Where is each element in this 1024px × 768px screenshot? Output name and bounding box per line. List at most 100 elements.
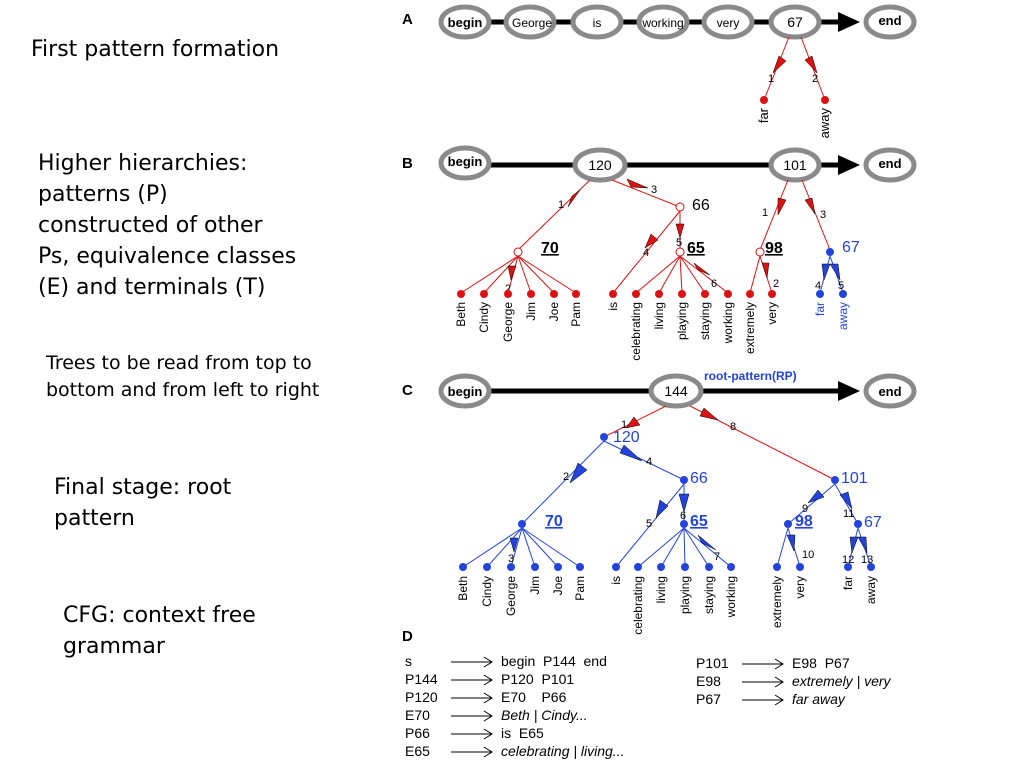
pattern-label: 67 bbox=[842, 239, 860, 256]
terminal-label: is bbox=[606, 302, 620, 311]
spine-arrowhead bbox=[838, 155, 860, 175]
terminal-node bbox=[507, 563, 515, 571]
terminal-label: very bbox=[765, 302, 779, 325]
terminal-label: extremely bbox=[743, 302, 757, 354]
equivalence-label: 65 bbox=[690, 513, 708, 530]
word-label: George bbox=[512, 16, 552, 30]
edge-arrowhead bbox=[567, 189, 581, 208]
caption-line: (E) and terminals (T) bbox=[38, 275, 266, 300]
terminal-label: far bbox=[756, 107, 771, 123]
edge-label: 13 bbox=[861, 554, 873, 566]
edge-arrowhead bbox=[675, 223, 685, 239]
caption-line: bottom and from left to right bbox=[46, 379, 320, 401]
rule-lhs: P101 bbox=[696, 655, 729, 671]
edge-arrowhead bbox=[849, 536, 859, 554]
caption-line: constructed of other bbox=[38, 213, 263, 238]
edge-arrowhead bbox=[761, 262, 770, 279]
panel-letter-a: A bbox=[402, 11, 413, 28]
begin-label: begin bbox=[448, 15, 483, 30]
edge-arrowhead bbox=[807, 489, 825, 504]
rule-lhs: E98 bbox=[696, 673, 721, 689]
edge-label: 6 bbox=[680, 510, 686, 522]
terminal-node bbox=[727, 563, 735, 571]
terminal-node bbox=[550, 290, 558, 298]
edge-arrowhead bbox=[693, 262, 711, 276]
word-label: is bbox=[593, 16, 602, 30]
terminal-label: Beth bbox=[454, 302, 468, 327]
edge-arrowhead bbox=[507, 265, 517, 281]
rule-lhs: E70 bbox=[405, 707, 430, 723]
edge bbox=[521, 440, 605, 525]
terminal-label: Joe bbox=[547, 302, 561, 322]
edge-arrowhead bbox=[678, 493, 690, 513]
terminal-label: Pam bbox=[573, 576, 587, 601]
word-node-is bbox=[570, 4, 624, 40]
terminal-node bbox=[609, 290, 617, 298]
edge-label: 7 bbox=[714, 551, 720, 563]
caption-higher-hierarchies: Higher hierarchies: patterns (P) constru… bbox=[38, 148, 296, 303]
panel-c: C begin 144 root-pattern(RP) end 1 8 120… bbox=[402, 369, 917, 635]
rule-arrowhead bbox=[483, 656, 493, 668]
panel-b: B begin 120 101 end 1 3 66 4 5 70 bbox=[402, 145, 917, 361]
terminal-node bbox=[634, 563, 642, 571]
rule-arrowhead bbox=[774, 694, 784, 706]
root-label: 144 bbox=[664, 383, 688, 399]
pattern-node-101 bbox=[831, 476, 839, 484]
begin-node bbox=[438, 4, 492, 40]
rule-lhs: s bbox=[405, 653, 412, 669]
terminal-node bbox=[724, 290, 732, 298]
pattern-node-67 bbox=[768, 4, 822, 40]
grammar-rule: E98 extremely | very bbox=[696, 673, 892, 689]
terminal-label: extremely bbox=[770, 576, 784, 628]
terminal-label: celebrating bbox=[631, 576, 645, 635]
edge-label: 4 bbox=[646, 456, 652, 468]
terminal-node bbox=[773, 563, 781, 571]
word-node-very bbox=[701, 4, 755, 40]
edge-label: 12 bbox=[842, 554, 854, 566]
pattern-label: 66 bbox=[692, 197, 710, 214]
rule-rhs: extremely | very bbox=[792, 673, 892, 689]
spine-arrowhead bbox=[838, 381, 860, 401]
terminal-node bbox=[867, 563, 875, 571]
edge-label: 2 bbox=[812, 73, 818, 85]
caption-line: Trees to be read from top to bbox=[46, 352, 312, 374]
equivalence-label: 65 bbox=[687, 240, 705, 257]
edge-label: 3 bbox=[820, 209, 826, 221]
terminal-node bbox=[678, 290, 686, 298]
terminal-node bbox=[657, 563, 665, 571]
rule-lhs: E65 bbox=[405, 743, 430, 759]
terminal-node bbox=[457, 290, 465, 298]
edge-arrowhead bbox=[644, 233, 659, 249]
end-node bbox=[863, 147, 917, 183]
edge-arrowhead bbox=[619, 444, 643, 462]
rule-rhs: Beth | Cindy... bbox=[501, 707, 588, 723]
edge-label: 11 bbox=[843, 508, 854, 520]
terminal-label: far bbox=[813, 302, 827, 316]
pattern-node-120 bbox=[600, 433, 608, 441]
pattern-label: 67 bbox=[864, 514, 882, 531]
edge bbox=[603, 440, 685, 481]
begin-node bbox=[438, 145, 492, 181]
terminal-label: away bbox=[864, 576, 878, 604]
edge-label: 1 bbox=[558, 199, 564, 211]
terminal-label: working bbox=[721, 302, 735, 344]
fan-edges-65 bbox=[637, 527, 732, 568]
terminal-label: away bbox=[836, 302, 850, 330]
rule-arrowhead bbox=[483, 746, 493, 758]
begin-node bbox=[438, 373, 492, 409]
terminal-label: Cindy bbox=[477, 302, 491, 333]
end-label: end bbox=[878, 384, 901, 399]
caption-line: Ps, equivalence classes bbox=[38, 244, 297, 269]
panel-letter-d: D bbox=[402, 628, 413, 645]
edge-label: 2 bbox=[563, 471, 569, 483]
edge-arrowhead bbox=[625, 416, 641, 429]
edge bbox=[749, 255, 761, 294]
equivalence-node-65 bbox=[675, 247, 685, 257]
